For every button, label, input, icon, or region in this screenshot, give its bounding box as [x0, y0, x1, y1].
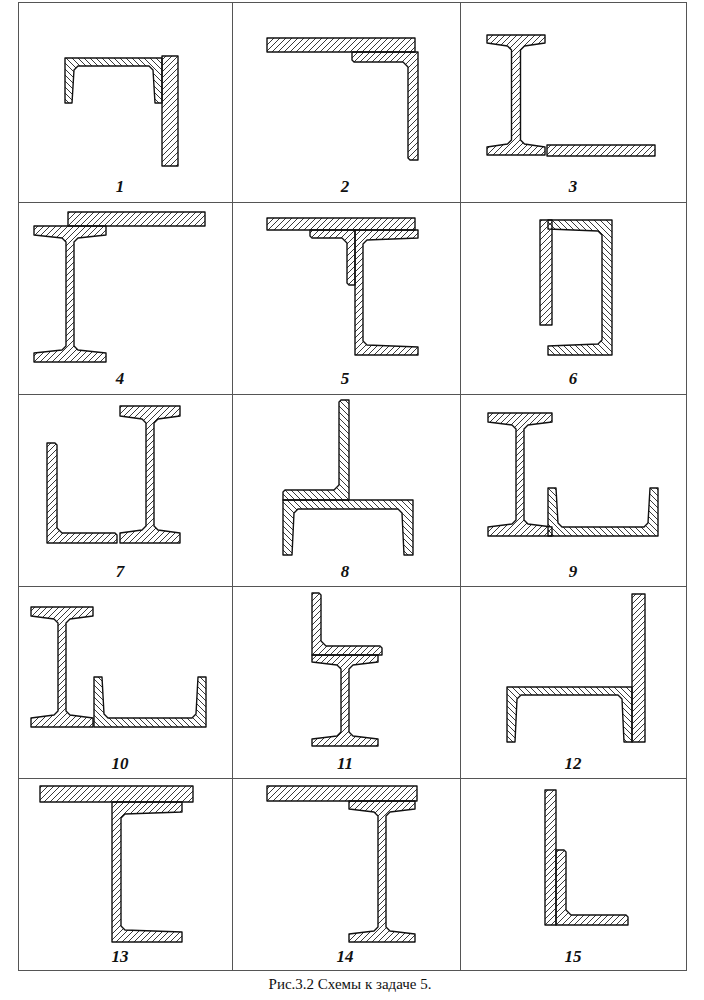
- table-grid: [19, 3, 687, 971]
- scheme-number: 6: [569, 370, 578, 387]
- steel-plate: [68, 212, 205, 226]
- angle-section: [312, 593, 382, 655]
- steel-plate: [547, 145, 655, 156]
- scheme-number: 3: [569, 178, 578, 195]
- angle-section: [283, 400, 349, 500]
- scheme-number: 10: [112, 755, 129, 772]
- channel-section: [507, 687, 632, 742]
- steel-plate: [267, 786, 417, 801]
- steel-sections: [31, 35, 658, 942]
- channel-section: [94, 677, 206, 727]
- scheme-number: 9: [569, 563, 578, 580]
- scheme-number: 11: [337, 755, 353, 772]
- figure-caption: Рис.3.2 Схемы к задаче 5.: [269, 976, 432, 993]
- i-beam-section: [312, 655, 378, 746]
- angle-section: [556, 850, 628, 925]
- i-beam-section: [488, 413, 552, 536]
- i-beam-section: [487, 35, 545, 155]
- i-beam-section: [120, 406, 180, 543]
- angle-section: [47, 443, 117, 543]
- i-beam-section: [31, 607, 93, 727]
- steel-plate: [162, 56, 178, 166]
- i-beam-section: [349, 801, 415, 942]
- angle-section: [352, 52, 418, 160]
- channel-section: [283, 500, 413, 555]
- scheme-number: 2: [341, 178, 350, 195]
- steel-plate: [632, 594, 645, 742]
- scheme-number: 1: [116, 178, 125, 195]
- scheme-number: 15: [565, 948, 582, 965]
- angle-section: [310, 230, 355, 285]
- channel-section: [65, 58, 162, 103]
- channel-section: [355, 230, 418, 355]
- steel-plate: [267, 38, 415, 52]
- channel-section: [548, 220, 612, 355]
- scheme-number: 4: [116, 370, 125, 387]
- scheme-number: 8: [341, 563, 350, 580]
- scheme-number: 14: [337, 948, 354, 965]
- channel-section: [548, 488, 658, 536]
- steel-plate: [267, 218, 415, 230]
- scheme-number: 5: [341, 370, 350, 387]
- scheme-number: 13: [112, 948, 129, 965]
- scheme-number: 12: [565, 755, 582, 772]
- scheme-number: 7: [116, 563, 125, 580]
- steel-plate: [540, 220, 552, 325]
- steel-plate: [545, 790, 556, 925]
- steel-plate: [40, 786, 193, 802]
- channel-section: [112, 802, 182, 942]
- i-beam-section: [34, 226, 106, 362]
